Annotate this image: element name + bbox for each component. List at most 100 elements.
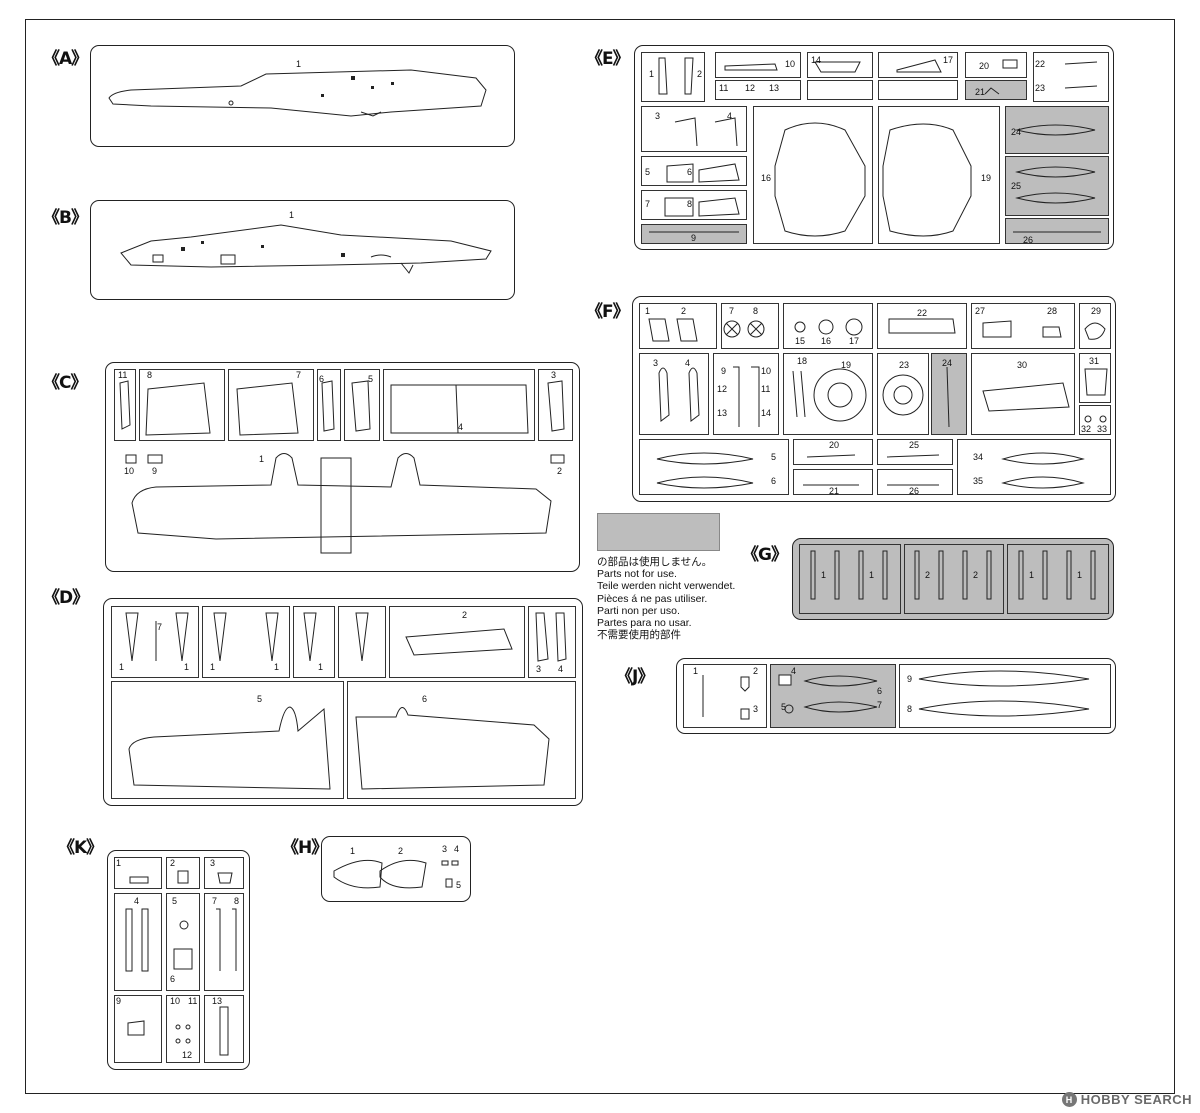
part-number: 7 bbox=[645, 199, 651, 209]
part-number: 13 bbox=[212, 996, 223, 1006]
part-number: 13 bbox=[717, 408, 728, 418]
sprue-label-c: 《C》 bbox=[43, 373, 87, 393]
part-cell bbox=[639, 353, 709, 435]
part-number: 11 bbox=[118, 370, 128, 380]
part-number: 4 bbox=[454, 844, 460, 854]
part-number: 10 bbox=[170, 996, 181, 1006]
part-cell bbox=[683, 664, 767, 728]
part-cell bbox=[715, 80, 801, 100]
part-number: 14 bbox=[811, 55, 822, 65]
part-cell bbox=[202, 606, 290, 678]
part-number: 8 bbox=[687, 199, 693, 209]
part-cell bbox=[877, 353, 929, 435]
part-cell-unused bbox=[965, 80, 1027, 100]
legend-line-de: Teile werden nicht verwendet. bbox=[597, 580, 736, 593]
part-number: 16 bbox=[821, 336, 832, 346]
part-cell bbox=[957, 439, 1111, 495]
part-cell bbox=[783, 303, 873, 349]
part-cell bbox=[878, 80, 958, 100]
sprue-label-a: 《A》 bbox=[43, 49, 88, 69]
sprue-b-parts bbox=[120, 224, 492, 274]
part-cell bbox=[114, 893, 162, 991]
part-number: 9 bbox=[721, 366, 727, 376]
part-cell bbox=[641, 106, 747, 152]
part-number: 15 bbox=[795, 336, 806, 346]
part-number: 6 bbox=[771, 476, 777, 486]
sprue-label-d: 《D》 bbox=[43, 588, 89, 608]
part-cell bbox=[114, 369, 136, 441]
part-number: 14 bbox=[761, 408, 772, 418]
part-number: 7 bbox=[212, 896, 218, 906]
legend-line-ja: の部品は使用しません。 bbox=[597, 556, 713, 568]
part-cell-unused bbox=[1005, 156, 1109, 216]
part-cell bbox=[347, 681, 576, 799]
part-cell bbox=[878, 106, 1000, 244]
part-number: 4 bbox=[685, 358, 691, 368]
part-number: 28 bbox=[1047, 306, 1058, 316]
part-number: 2 bbox=[753, 666, 759, 676]
part-number: 8 bbox=[907, 704, 913, 714]
part-number: 4 bbox=[134, 896, 140, 906]
part-number: 6 bbox=[687, 167, 693, 177]
part-number: 25 bbox=[1011, 181, 1022, 191]
part-cell-unused bbox=[1005, 218, 1109, 244]
part-number: 6 bbox=[170, 974, 176, 984]
part-number: 1 bbox=[693, 666, 699, 676]
part-number: 10 bbox=[124, 466, 135, 476]
part-number: 19 bbox=[841, 360, 852, 370]
sprue-label-g: 《G》 bbox=[742, 545, 788, 565]
part-cell-unused bbox=[641, 224, 747, 244]
part-number: 6 bbox=[319, 374, 325, 384]
part-cell bbox=[389, 606, 525, 678]
part-number: 7 bbox=[877, 700, 883, 710]
part-cell bbox=[111, 681, 344, 799]
part-number: 6 bbox=[422, 694, 428, 704]
sprue-b: 1 bbox=[90, 200, 515, 300]
part-cell bbox=[641, 156, 747, 186]
sprue-a-parts bbox=[108, 69, 487, 117]
part-number: 21 bbox=[975, 87, 986, 97]
part-cell bbox=[713, 353, 779, 435]
part-number: 20 bbox=[829, 440, 840, 450]
part-number: 4 bbox=[558, 664, 564, 674]
part-cell bbox=[114, 857, 162, 889]
part-number: 26 bbox=[909, 486, 920, 496]
part-number: 2 bbox=[925, 570, 931, 580]
part-number: 1 bbox=[1029, 570, 1035, 580]
part-cell bbox=[721, 303, 779, 349]
part-number: 5 bbox=[368, 374, 374, 384]
part-number: 2 bbox=[697, 69, 703, 79]
part-cell bbox=[899, 664, 1111, 728]
watermark: H HOBBY SEARCH bbox=[1061, 1092, 1192, 1107]
part-cell bbox=[877, 303, 967, 349]
sprue-label-b: 《B》 bbox=[43, 208, 88, 228]
part-cell bbox=[753, 106, 873, 244]
part-number: 24 bbox=[942, 358, 953, 368]
part-number: 11 bbox=[188, 996, 198, 1006]
part-number: 1 bbox=[274, 662, 280, 672]
part-cell bbox=[971, 303, 1075, 349]
legend-line-es: Partes para no usar. bbox=[597, 617, 692, 630]
part-number: 5 bbox=[456, 880, 462, 890]
part-number: 22 bbox=[1035, 59, 1046, 69]
part-cell bbox=[971, 353, 1075, 435]
part-number: 1 bbox=[116, 858, 122, 868]
page-frame bbox=[25, 19, 1175, 1094]
part-number: 8 bbox=[753, 306, 759, 316]
part-cell bbox=[166, 857, 200, 889]
part-number: 10 bbox=[761, 366, 772, 376]
part-number: 11 bbox=[719, 83, 729, 93]
sprue-g-parts bbox=[810, 550, 1096, 600]
part-number: 5 bbox=[645, 167, 651, 177]
part-number: 1 bbox=[350, 846, 356, 856]
part-number: 32 bbox=[1081, 424, 1092, 434]
part-number: 2 bbox=[557, 466, 563, 476]
sprue-a: 1 bbox=[90, 45, 515, 147]
part-number: 2 bbox=[170, 858, 176, 868]
legend-line-zh: 不需要使用的部件 bbox=[597, 629, 681, 642]
sprue-label-j: 《J》 bbox=[616, 667, 654, 687]
part-number: 1 bbox=[645, 306, 651, 316]
sprue-c-parts bbox=[119, 380, 565, 554]
part-cell bbox=[166, 995, 200, 1063]
sprue-e-parts bbox=[649, 57, 1101, 237]
